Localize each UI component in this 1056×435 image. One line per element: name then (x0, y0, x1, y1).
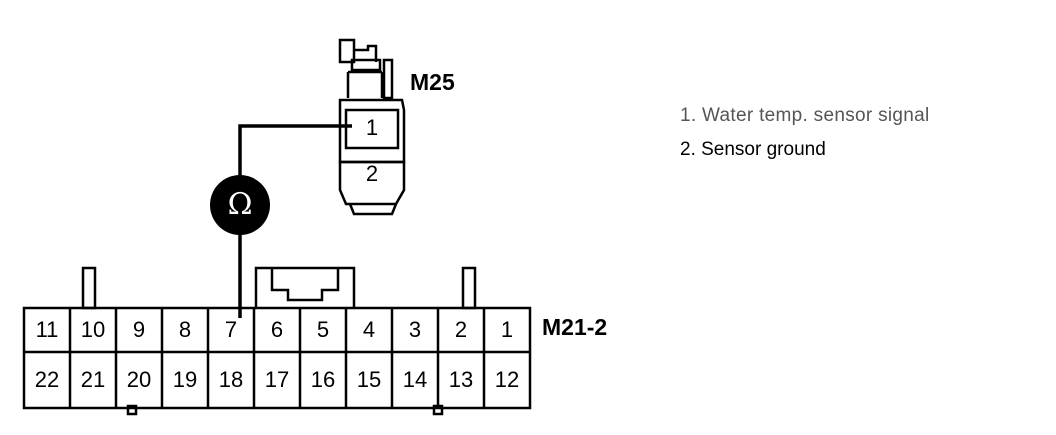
ohmmeter-icon: Ω (210, 175, 270, 235)
pin-4: 4 (363, 317, 375, 342)
pin-22: 22 (35, 367, 59, 392)
meter-leads (238, 124, 352, 318)
pin-2: 2 (455, 317, 467, 342)
pin-17: 17 (265, 367, 289, 392)
ecu-connector-label: M21-2 (542, 314, 607, 340)
legend-item-2: 2. Sensor ground (680, 139, 826, 160)
pin-16: 16 (311, 367, 335, 392)
pin-13: 13 (449, 367, 473, 392)
pin-8: 8 (179, 317, 191, 342)
pin-20: 20 (127, 367, 151, 392)
pin-5: 5 (317, 317, 329, 342)
pin-19: 19 (173, 367, 197, 392)
connector-m21-2 (22, 266, 532, 416)
sensor-pin-2: 2 (366, 161, 378, 186)
pin-12: 12 (495, 367, 519, 392)
pin-18: 18 (219, 367, 243, 392)
pin-3: 3 (409, 317, 421, 342)
lead-to-sensor-pin-1 (238, 124, 352, 175)
pin-10: 10 (81, 317, 105, 342)
pin-6: 6 (271, 317, 283, 342)
pin-15: 15 (357, 367, 381, 392)
pin-11: 11 (36, 317, 59, 342)
pin-14: 14 (403, 367, 427, 392)
pin-21: 21 (81, 367, 105, 392)
ohm-symbol: Ω (228, 187, 253, 222)
legend-item-1: 1. Water temp. sensor signal (680, 105, 930, 126)
sensor-m25 (338, 38, 406, 216)
pin-7: 7 (225, 317, 237, 342)
sensor-connector-label: M25 (410, 69, 455, 95)
pin-9: 9 (133, 317, 145, 342)
pin-1: 1 (501, 317, 513, 342)
connector-grid (24, 308, 530, 408)
sensor-pin-1: 1 (366, 115, 378, 140)
